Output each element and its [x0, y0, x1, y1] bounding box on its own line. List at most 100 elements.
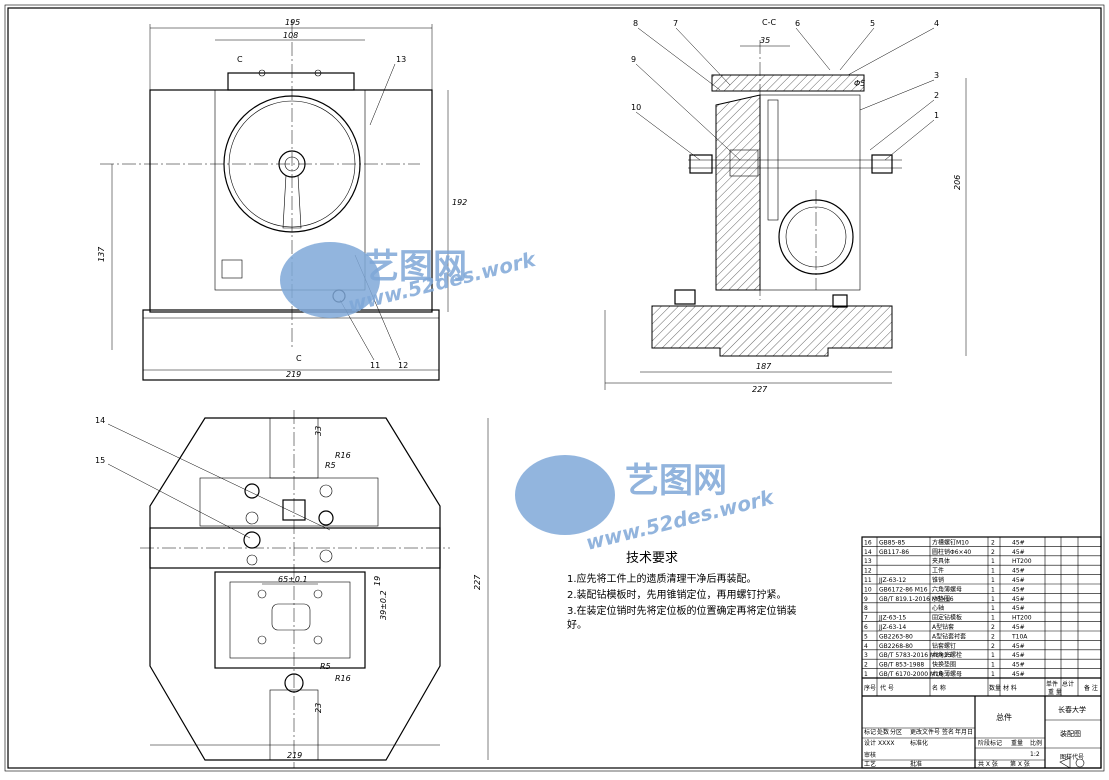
bom-cell-qty: 1 [991, 596, 995, 603]
base-section [651, 305, 893, 357]
tb-weight: 重量 [1011, 739, 1023, 747]
bom-cell-name: 固定钻模板 [932, 614, 962, 622]
bom-cell-code: JJZ-63-12 [878, 577, 906, 584]
dim-phi5: Φ5 [854, 79, 865, 88]
bom-h-code: 代 号 [880, 684, 894, 692]
dim-108: 108 [283, 31, 298, 40]
balloon-6: 6 [795, 19, 800, 28]
bom-cell-code: GB85-85 [879, 539, 905, 546]
bom-cell-code: GB2268-80 [879, 643, 913, 650]
bom-cell-mat: T10A [1011, 633, 1028, 640]
section-mark-top: C [237, 55, 243, 64]
bom-cell-no: 10 [864, 586, 872, 593]
bom-cell-name: 小垫圈 [932, 595, 950, 603]
bom-cell-name: 方槽螺钉M10 [932, 538, 969, 546]
bom-cell-name: 心轴 [932, 604, 944, 612]
technical-requirements: 技术要求 1.应先将工件上的遗质清理干净后再装配。 2.装配钻模板时，先用锥销定… [567, 551, 797, 631]
watermark-brand: 艺图网 [365, 247, 467, 287]
tb-check: 审核 [864, 751, 876, 759]
watermark-1: 艺图网 www.52des.work [280, 242, 539, 318]
balloon-12: 12 [398, 361, 408, 370]
tb-designer: XXXX [878, 740, 894, 747]
balloon-14: 14 [95, 416, 105, 425]
balloon-2: 2 [934, 91, 939, 100]
bom-cell-no: 14 [864, 549, 872, 556]
tb-drawing: 装配图 [1060, 729, 1081, 738]
dim-19: 19 [373, 576, 382, 586]
dim-35: 35 [760, 36, 770, 45]
bom-cell-no: 9 [864, 596, 868, 603]
tb-code-label: 图样代号 [1060, 753, 1084, 761]
dim-206: 206 [953, 175, 962, 190]
drill-plate-section [711, 74, 865, 92]
base-outline [149, 417, 441, 761]
bom-cell-name: 夹具体 [932, 557, 950, 565]
dim-219: 219 [286, 370, 301, 379]
bom-cell-name: 钻套螺钉 [932, 642, 956, 650]
tb-count: 处数 [877, 728, 889, 736]
bom-cell-code: JJZ-63-14 [878, 624, 906, 631]
bom-cell-mat: 45# [1012, 577, 1025, 584]
bom-cell-no: 8 [864, 605, 868, 612]
bom-cell-qty: 1 [991, 615, 995, 622]
nut-left [689, 154, 713, 174]
bom-cell-name: 六角薄螺母 [932, 585, 962, 593]
workpiece-outline [759, 94, 861, 291]
bom-cell-no: 5 [864, 633, 868, 640]
bom-cell-mat: 45# [1012, 662, 1025, 669]
bom-header: 序号 代 号 名 称 数量 材 料 单件 总计 重 量 备 注 [862, 677, 1101, 697]
dim-r5-top: R5 [325, 461, 336, 470]
bom-cell-no: 4 [864, 643, 868, 650]
dim-65: 65±0.1 [278, 575, 308, 584]
bom-h-mat: 材 料 [1003, 684, 1017, 692]
dim-219-top: 219 [287, 751, 302, 760]
bom-cell-name: 快换垫圈 [932, 661, 956, 669]
base-plate [142, 309, 440, 381]
tb-school: 长春大学 [1058, 705, 1086, 714]
bom-cell-name: A型钻套衬套 [932, 632, 966, 640]
bom-cell-qty: 2 [991, 549, 995, 556]
dim-23: 23 [314, 703, 323, 713]
bom-cell-qty: 2 [991, 633, 995, 640]
outer-frame [4, 4, 1105, 772]
bom-cell-name: 工件 [932, 567, 944, 575]
front-view: 195 108 192 137 219 C C 13 11 12 [97, 18, 467, 381]
balloon-3: 3 [934, 71, 939, 80]
dim-187: 187 [756, 362, 772, 371]
balloon-8: 8 [633, 19, 638, 28]
bom-h-note: 备 注 [1084, 684, 1098, 692]
tb-sign: 签名 [942, 728, 954, 736]
bom-cell-code: GB117-86 [879, 549, 909, 556]
bom-cell-no: 13 [864, 558, 872, 565]
bom-h-no: 序号 [864, 684, 876, 692]
bom-cell-code: GB2263-80 [879, 633, 913, 640]
bom-cell-mat: HT200 [1012, 558, 1032, 565]
bom-cell-qty: 1 [991, 577, 995, 584]
tb-doc: 更改文件号 [910, 728, 940, 736]
dim-195: 195 [285, 18, 300, 27]
tech-item-2: 2.装配钻模板时，先用锥销定位，再用螺钉拧紧。 [567, 588, 787, 601]
tb-stage: 阶段标记 [978, 739, 1002, 747]
balloon-7: 7 [673, 19, 678, 28]
balloon-1: 1 [934, 111, 939, 120]
bom-cell-mat: 45# [1012, 549, 1025, 556]
bom-cell-code: GB/T 853-1988 [879, 662, 924, 669]
bom-cell-no: 3 [864, 652, 868, 659]
section-mark-bottom: C [296, 354, 302, 363]
bom-cell-no: 1 [864, 671, 868, 678]
projection-symbol [1059, 757, 1085, 769]
tech-item-3: 3.在装定位销时先将定位板的位置确定再将定位销装 [567, 604, 797, 617]
bom-cell-name: 圆柱销Φ6×40 [932, 548, 971, 556]
tb-zone: 分区 [890, 728, 902, 736]
bom-cell-no: 16 [864, 539, 872, 546]
dim-r16-top: R16 [335, 451, 351, 460]
balloon-9: 9 [631, 55, 636, 64]
tb-design: 设计 [864, 739, 876, 747]
watermark-2: 艺图网 www.52des.work [515, 455, 777, 555]
balloon-5: 5 [870, 19, 875, 28]
bom-cell-mat: 45# [1012, 671, 1025, 678]
bom-cell-no: 12 [864, 568, 872, 575]
bom-cell-no: 2 [864, 662, 868, 669]
upright-section [715, 94, 761, 291]
